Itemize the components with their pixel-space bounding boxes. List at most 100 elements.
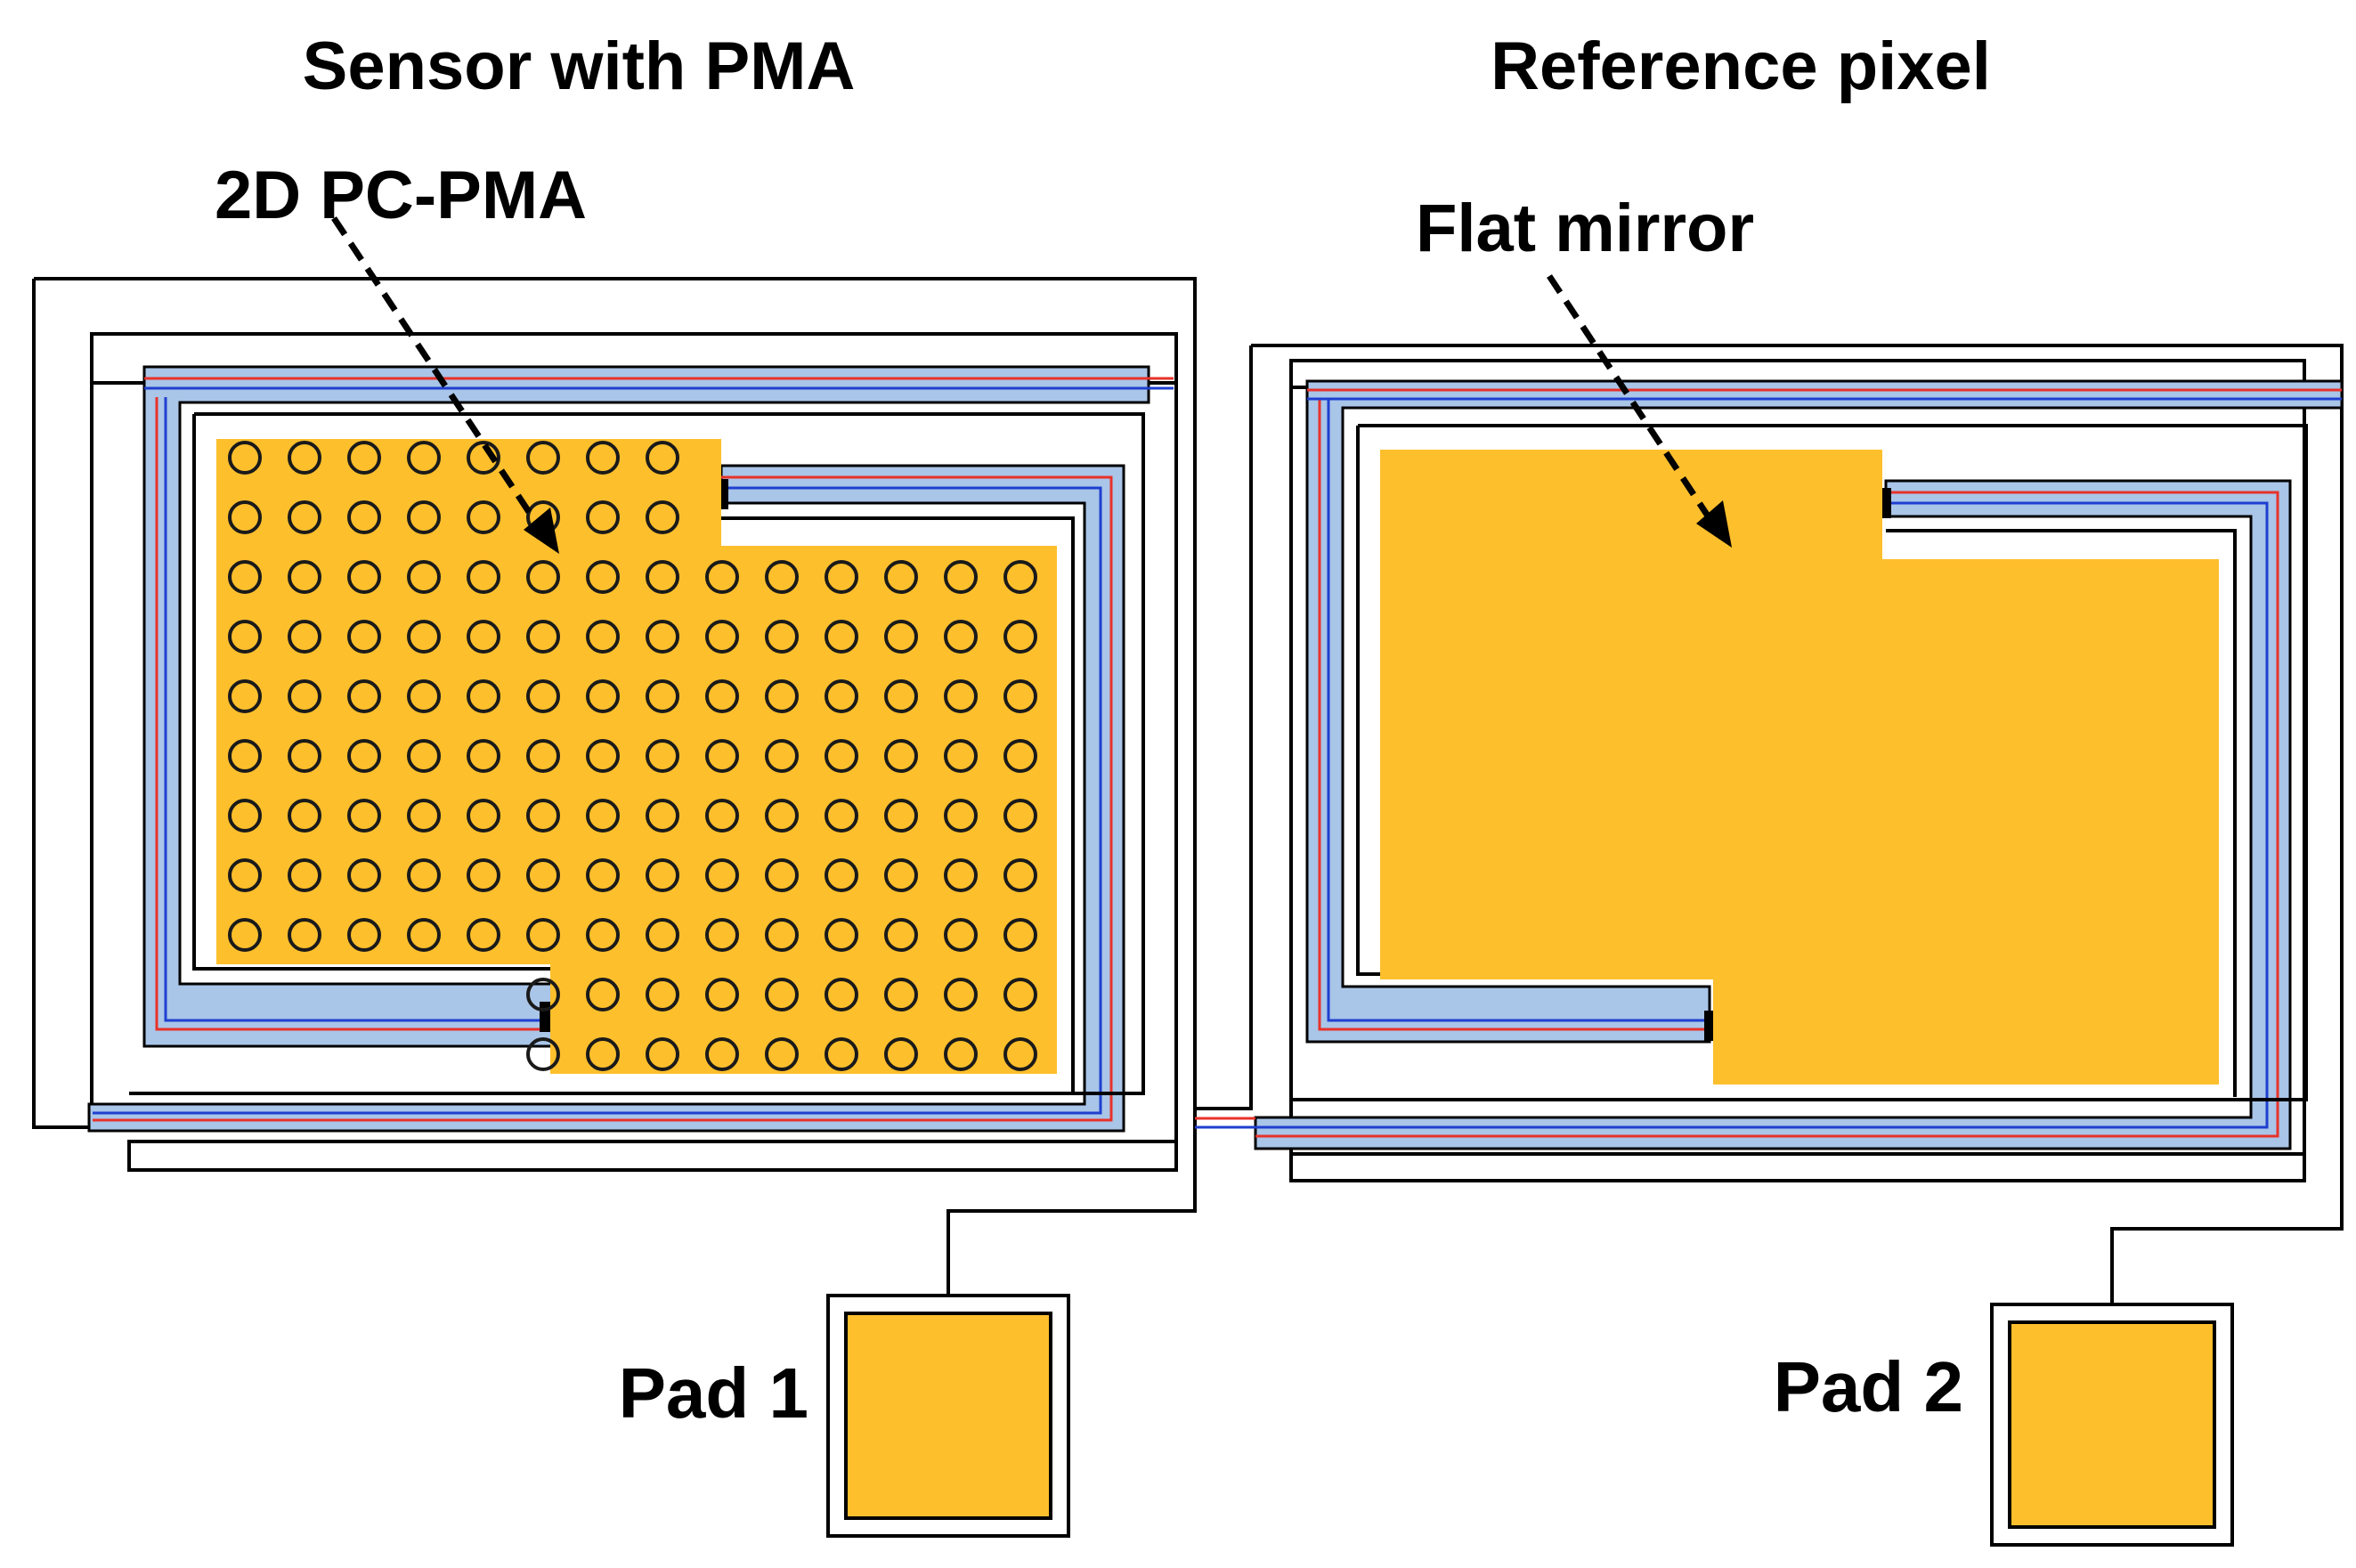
- pma-hole: [586, 441, 620, 475]
- pma-hole: [288, 739, 321, 773]
- pma-hole: [586, 560, 620, 594]
- pma-hole: [288, 441, 321, 475]
- pma-arrow: [331, 216, 559, 554]
- pma-hole: [347, 620, 381, 654]
- pma-hole: [288, 560, 321, 594]
- pma-hole: [347, 500, 381, 534]
- pad-1-label: Pad 1: [619, 1353, 808, 1433]
- pma-hole: [467, 620, 500, 654]
- pma-hole: [407, 620, 441, 654]
- pma-hole: [407, 799, 441, 833]
- pma-hole: [765, 560, 799, 594]
- pma-hole: [944, 918, 978, 952]
- pma-hole: [288, 620, 321, 654]
- pma-hole: [646, 918, 679, 952]
- pma-hole: [586, 858, 620, 892]
- pma-hole: [646, 441, 679, 475]
- mirror-arrow: [1547, 274, 1732, 548]
- pma-hole: [765, 858, 799, 892]
- pma-hole: [884, 858, 918, 892]
- pma-hole: [1003, 620, 1037, 654]
- pma-hole: [705, 620, 739, 654]
- reference-wiring: [1195, 388, 2342, 1138]
- pma-hole: [765, 918, 799, 952]
- pma-hole: [825, 799, 858, 833]
- pma-annotation: 2D PC-PMA: [215, 158, 587, 233]
- pma-hole: [646, 978, 679, 1011]
- pma-hole: [646, 560, 679, 594]
- pma-hole: [705, 918, 739, 952]
- pad-2-inner: [2008, 1320, 2216, 1529]
- sensor-outer-frame-left: [32, 279, 89, 1129]
- pma-hole: [944, 858, 978, 892]
- pma-hole: [765, 739, 799, 773]
- pma-hole: [646, 858, 679, 892]
- pma-hole: [1003, 799, 1037, 833]
- sensor-device: [32, 277, 1197, 1296]
- sensor-leg-frame-bottom: [127, 1140, 1178, 1172]
- reference-contact-upper: [1881, 488, 1891, 518]
- pma-hole: [407, 918, 441, 952]
- pma-hole: [884, 679, 918, 713]
- pma-hole: [884, 799, 918, 833]
- pma-hole: [347, 560, 381, 594]
- pad-2: [1990, 1303, 2234, 1547]
- pma-hole: [526, 978, 560, 1011]
- pma-hole: [884, 620, 918, 654]
- pma-hole: [825, 739, 858, 773]
- pma-hole: [884, 739, 918, 773]
- reference-contact-lower: [1704, 1011, 1715, 1041]
- pma-hole: [765, 1037, 799, 1071]
- pma-hole: [1003, 918, 1037, 952]
- pad-1: [826, 1294, 1070, 1538]
- sensor-leg-frame-left: [90, 334, 129, 1115]
- pma-hole: [347, 679, 381, 713]
- pma-hole: [646, 620, 679, 654]
- pma-hole: [407, 500, 441, 534]
- pma-hole: [288, 799, 321, 833]
- sensor-isolation-leg-2: [87, 464, 1125, 1133]
- pma-hole: [526, 739, 560, 773]
- pma-hole: [705, 1037, 739, 1071]
- pma-hole: [646, 739, 679, 773]
- pma-hole: [347, 858, 381, 892]
- pma-hole: [228, 500, 262, 534]
- pma-hole: [944, 978, 978, 1011]
- reference-flat-mirror: [1380, 450, 2219, 1085]
- sensor-cavity-outline-inner: [721, 516, 1075, 1095]
- pma-hole: [467, 679, 500, 713]
- pma-hole: [705, 739, 739, 773]
- pma-hole: [347, 739, 381, 773]
- pma-hole: [228, 918, 262, 952]
- sensor-contact-lower: [540, 1002, 550, 1032]
- pma-hole: [228, 858, 262, 892]
- pma-hole: [526, 858, 560, 892]
- pma-hole: [765, 679, 799, 713]
- pma-hole: [526, 560, 560, 594]
- pma-hole: [825, 620, 858, 654]
- pma-hole: [586, 1037, 620, 1071]
- pma-hole: [288, 918, 321, 952]
- pma-hole: [825, 858, 858, 892]
- pma-hole: [705, 679, 739, 713]
- reference-outer-frame: [1251, 344, 2344, 1304]
- pma-hole: [825, 679, 858, 713]
- pma-hole: [288, 500, 321, 534]
- pma-hole: [407, 858, 441, 892]
- pma-hole: [526, 1037, 560, 1071]
- pma-hole: [467, 799, 500, 833]
- pma-hole: [526, 799, 560, 833]
- pma-hole: [586, 978, 620, 1011]
- pma-hole: [646, 1037, 679, 1071]
- sensor-outer-frame: [34, 277, 1197, 1296]
- pma-hole: [1003, 739, 1037, 773]
- pma-hole: [705, 978, 739, 1011]
- pma-hole: [705, 799, 739, 833]
- pma-hole: [467, 918, 500, 952]
- pma-hole: [467, 858, 500, 892]
- pma-hole: [586, 799, 620, 833]
- pma-hole: [765, 620, 799, 654]
- reference-device: [1195, 344, 2344, 1304]
- pma-hole: [765, 799, 799, 833]
- pma-hole: [646, 679, 679, 713]
